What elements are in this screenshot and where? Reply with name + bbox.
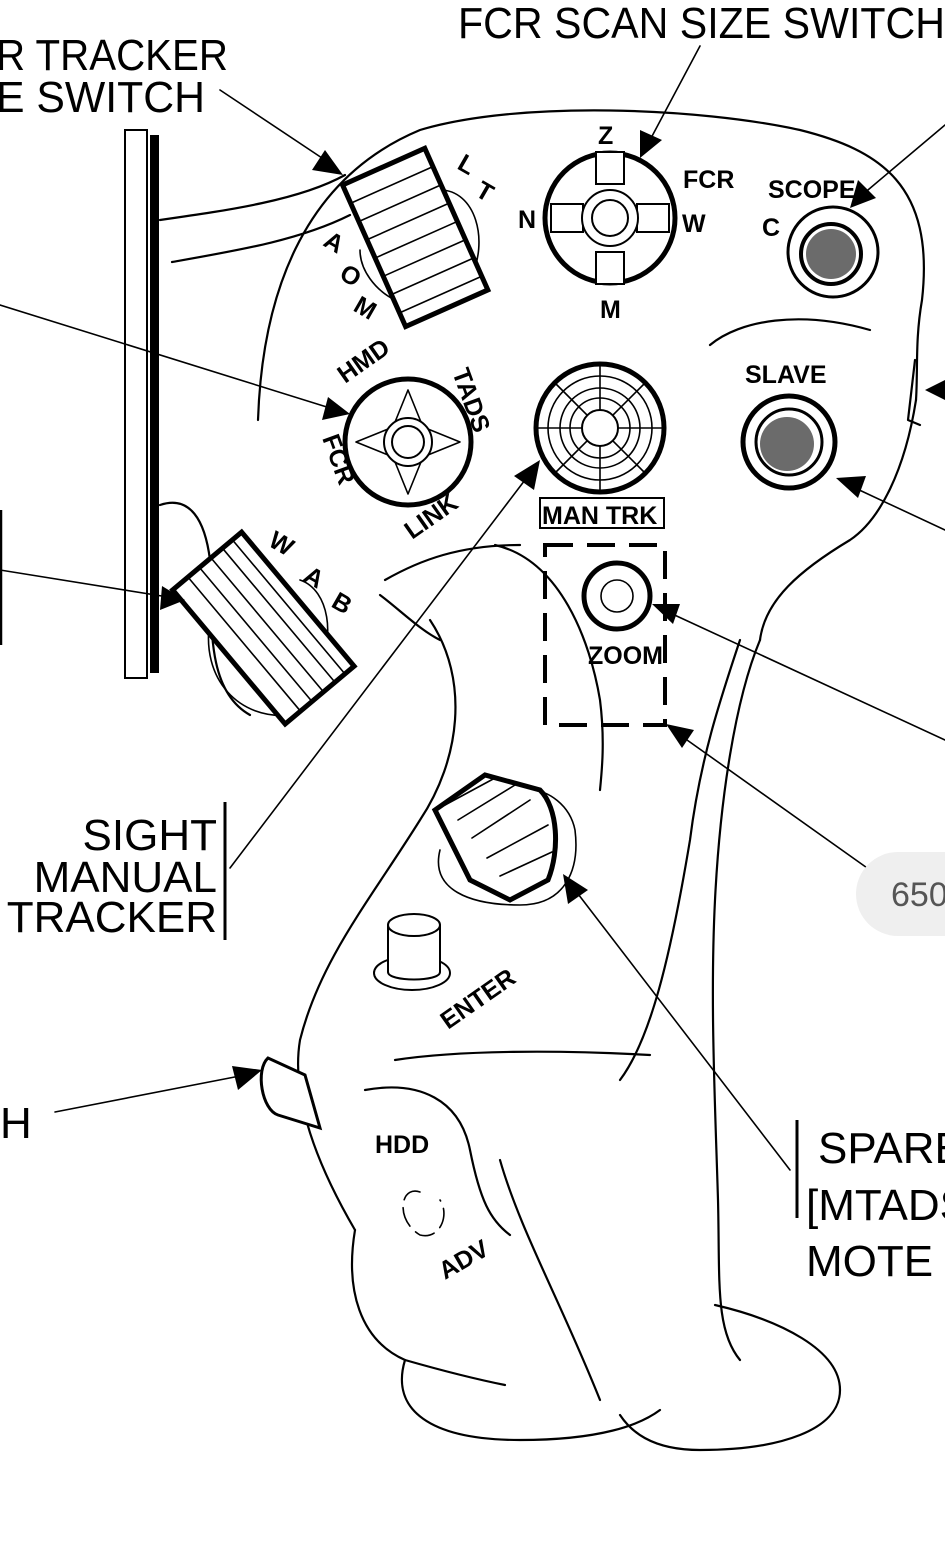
label-b: B (327, 587, 357, 620)
side-paddle-switch[interactable] (259, 1056, 323, 1131)
callout-sight: SIGHT (83, 811, 217, 860)
hdd-adv-button[interactable] (402, 1190, 445, 1237)
zoom-button[interactable] (581, 560, 653, 632)
tracker-mode-switch[interactable] (339, 145, 492, 330)
label-o: O (335, 259, 366, 293)
callout-spare-3: MOTE (806, 1237, 933, 1286)
label-slave: SLAVE (745, 361, 827, 389)
sight-manual-tracker-wheel[interactable] (533, 361, 667, 495)
label-w: W (682, 210, 706, 238)
label-m2: M (349, 291, 381, 326)
label-zoom: ZOOM (588, 642, 663, 670)
label-hdd: HDD (375, 1131, 429, 1159)
label-z: Z (598, 122, 613, 150)
callout-spare-1: SPARE (818, 1124, 945, 1173)
side-rail (124, 129, 159, 679)
man-trk-box (539, 497, 665, 529)
callout-tracker-line1: R TRACKER (0, 31, 228, 80)
label-m: M (600, 296, 621, 324)
scope-button[interactable] (786, 205, 880, 299)
label-l: L (453, 149, 480, 181)
slave-button-cap (760, 417, 814, 471)
label-fcr-top: FCR (683, 166, 734, 194)
label-c: C (762, 214, 780, 242)
callout-fcr-scan-size-switch: FCR SCAN SIZE SWITCH (458, 0, 945, 48)
callout-manual: MANUAL (34, 853, 217, 902)
callout-tracker: TRACKER (7, 893, 217, 942)
spare-knob[interactable] (431, 772, 577, 906)
enter-button[interactable] (373, 913, 451, 991)
label-scope: SCOPE (768, 176, 856, 204)
label-man-trk: MAN TRK (542, 502, 657, 530)
label-n: N (518, 206, 536, 234)
zoom-dashed-box (543, 543, 667, 727)
label-t: T (471, 176, 498, 208)
figure-badge-text: 650 (891, 876, 945, 914)
leader-lines (0, 45, 945, 1171)
label-a: A (319, 226, 349, 259)
sight-select-switch[interactable] (342, 376, 474, 508)
callout-h: H (0, 1099, 32, 1148)
callout-tracker-line2: E SWITCH (0, 73, 205, 122)
scope-button-cap (806, 229, 856, 279)
label-adv: ADV (434, 1234, 494, 1285)
label-a2: A (299, 561, 329, 594)
figure-badge: 650 (856, 852, 945, 936)
right-tab (906, 358, 922, 427)
grip-outline (158, 109, 925, 1452)
fcr-scan-size-switch[interactable] (542, 150, 678, 286)
callout-spare-2: [MTADS (806, 1181, 945, 1230)
wab-rocker-switch[interactable] (169, 528, 358, 728)
label-w2: W (264, 526, 299, 562)
slave-button[interactable] (740, 393, 838, 491)
